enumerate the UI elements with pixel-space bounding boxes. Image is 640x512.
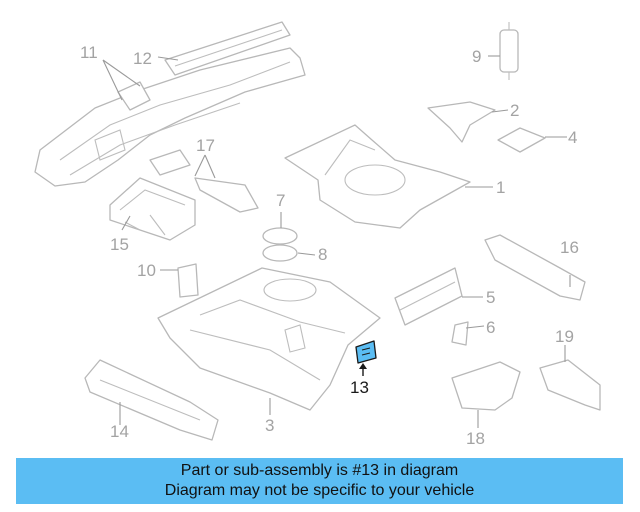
callout-18[interactable]: 18 [466,429,485,448]
part-15-crossmember[interactable] [109,177,196,241]
callout-labels: 11 12 9 2 4 1 17 7 8 10 15 16 5 6 19 13 … [80,43,579,448]
part-18-shield[interactable] [451,361,521,411]
callout-1[interactable]: 1 [496,178,505,197]
callout-13[interactable]: 13 [350,378,369,397]
callout-4[interactable]: 4 [568,128,577,147]
part-16-rail[interactable] [484,234,586,301]
banner-line-1: Part or sub-assembly is #13 in diagram [180,462,459,479]
callout-8[interactable]: 8 [318,245,327,264]
info-banner: Part or sub-assembly is #13 in diagram D… [16,458,623,504]
part-11-frame-rail[interactable] [34,47,306,187]
part-5-reinforcement[interactable] [394,267,463,326]
callout-19[interactable]: 19 [555,327,574,346]
callout-15[interactable]: 15 [110,235,129,254]
part-6-bracket[interactable] [451,321,469,346]
part-10-bracket[interactable] [177,263,199,298]
part-7-plug[interactable] [262,227,298,245]
callout-14[interactable]: 14 [110,422,129,441]
banner-line-2: Diagram may not be specific to your vehi… [164,482,475,499]
part-19-bracket[interactable] [539,359,601,411]
callout-9[interactable]: 9 [472,47,481,66]
part-8-plug[interactable] [262,244,298,262]
leader-lines [102,55,571,428]
callout-11[interactable]: 11 [80,43,98,62]
callout-12[interactable]: 12 [133,49,152,68]
part-2-bracket[interactable] [427,101,496,143]
callout-3[interactable]: 3 [265,416,274,435]
part-1-spare-wheel-well[interactable] [284,124,471,229]
part-13-highlighted[interactable] [355,340,377,364]
part-17-bracket[interactable] [149,149,259,213]
callout-5[interactable]: 5 [486,288,495,307]
callout-6[interactable]: 6 [486,318,495,337]
callout-7[interactable]: 7 [276,191,285,210]
part-14-crossmember[interactable] [84,359,219,441]
part-12-reinforcement[interactable] [164,21,291,76]
callout-2[interactable]: 2 [510,101,519,120]
part-4-plate[interactable] [497,127,546,153]
callout-16[interactable]: 16 [560,238,579,257]
part-3-rear-floor[interactable] [157,267,381,411]
parts-diagram: 11 12 9 2 4 1 17 7 8 10 15 16 5 6 19 13 … [34,21,601,448]
callout-10[interactable]: 10 [137,261,156,280]
callout-17[interactable]: 17 [196,136,215,155]
part-9-jack[interactable] [499,22,519,80]
